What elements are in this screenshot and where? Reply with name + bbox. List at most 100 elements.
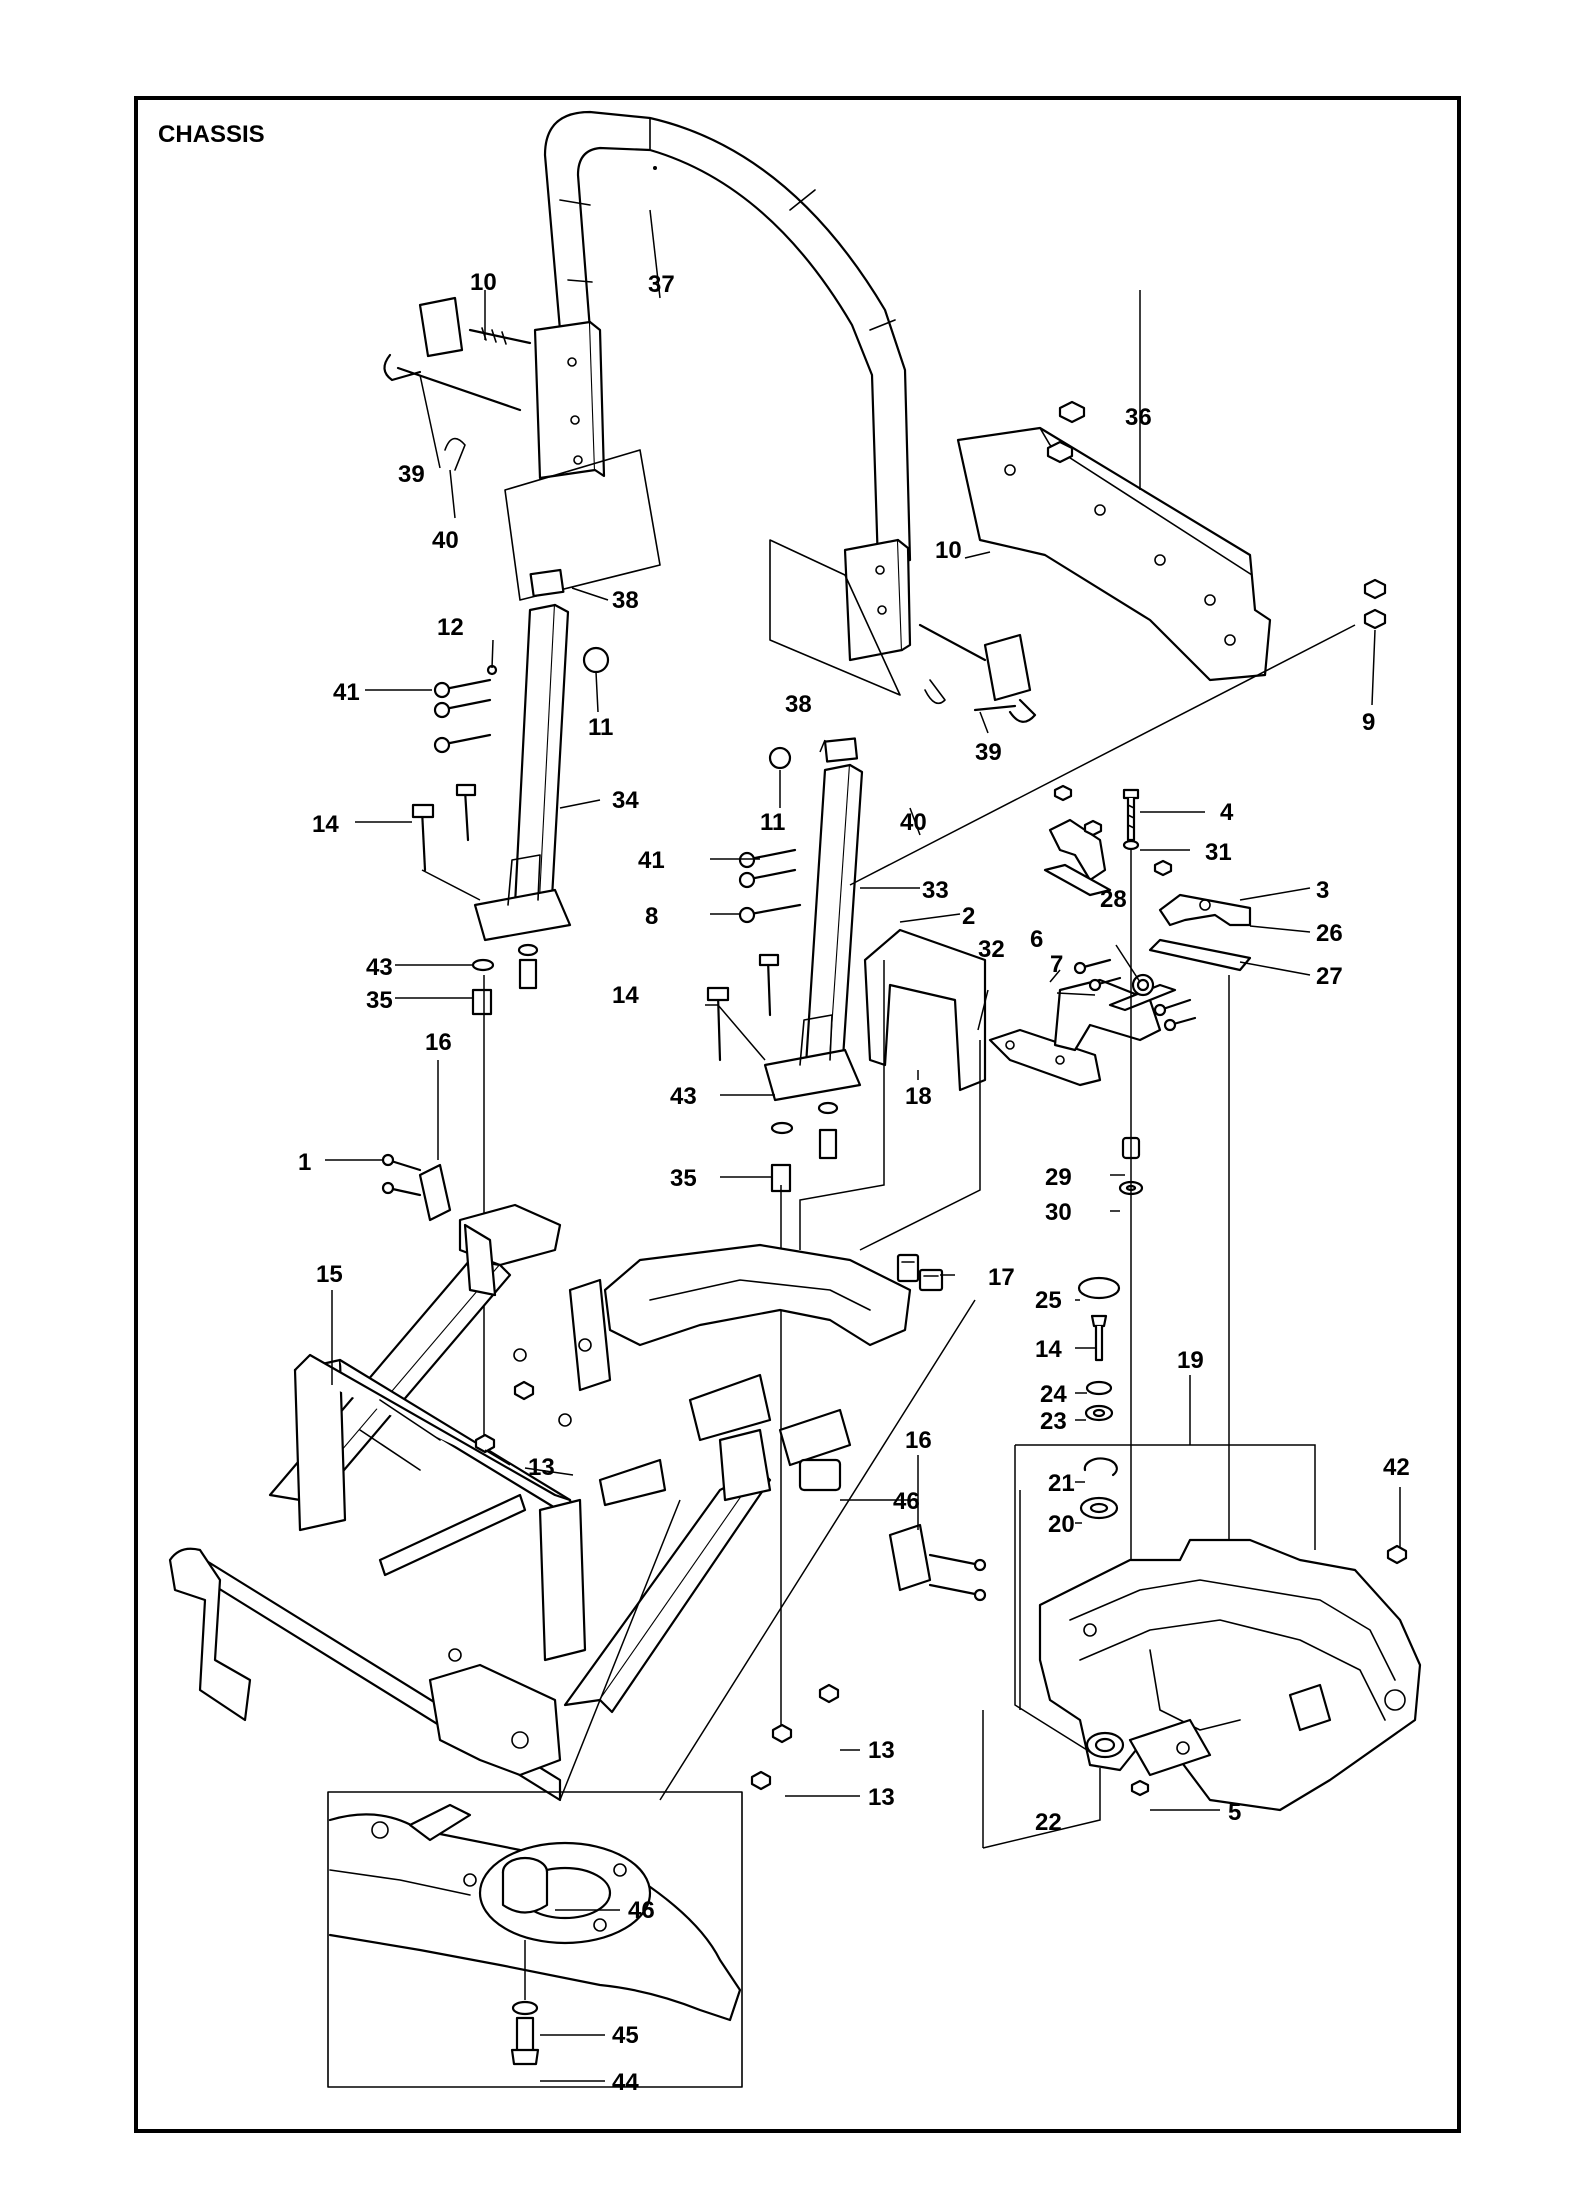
callout-20: 20 xyxy=(1048,1511,1075,1538)
callout-11-left: 11 xyxy=(588,714,613,741)
callout-35-right: 35 xyxy=(670,1165,697,1192)
callout-8: 8 xyxy=(645,903,658,930)
callout-41-right: 41 xyxy=(638,847,665,874)
rear-beam xyxy=(956,400,1387,682)
callout-1: 1 xyxy=(298,1149,311,1176)
callout-labels: 10 37 36 39 40 10 38 12 41 9 11 39 38 34… xyxy=(298,269,1410,2096)
bracket-16-right xyxy=(888,1523,987,1602)
callout-35-left: 35 xyxy=(366,987,393,1014)
bracket-28 xyxy=(1053,973,1177,1052)
callout-40-right: 40 xyxy=(900,809,927,836)
bolts-right xyxy=(706,848,802,1062)
callout-29: 29 xyxy=(1045,1164,1072,1191)
left-rollbar-bracket xyxy=(533,320,606,480)
bracket-line-19-left xyxy=(1014,1445,1096,1756)
leader-beam-upright xyxy=(849,624,1356,886)
bolts-6-7 xyxy=(1073,958,1197,1032)
callout-45: 45 xyxy=(612,2022,639,2049)
callout-16-right: 16 xyxy=(905,1427,932,1454)
callout-leaders xyxy=(325,209,1401,2082)
nuts-13 xyxy=(474,1380,840,1791)
callout-10-right: 10 xyxy=(935,537,962,564)
callout-2: 2 xyxy=(962,903,975,930)
spacer-plate xyxy=(1148,938,1252,972)
callout-31: 31 xyxy=(1205,839,1232,866)
callout-13-upper: 13 xyxy=(528,1454,555,1481)
right-rollbar-bracket xyxy=(843,538,912,662)
bracket-32 xyxy=(988,1028,1102,1087)
callout-46-inset: 46 xyxy=(628,1897,655,1924)
callout-39-left: 39 xyxy=(398,461,425,488)
callout-7: 7 xyxy=(1050,951,1063,978)
callout-46-main: 46 xyxy=(893,1488,920,1515)
callout-4: 4 xyxy=(1220,799,1234,826)
callout-9: 9 xyxy=(1362,709,1375,736)
callout-37: 37 xyxy=(648,271,675,298)
bracket-line-22 xyxy=(982,1768,1101,1849)
diagram-frame xyxy=(134,96,1461,2133)
spacers xyxy=(471,943,839,1193)
upper-bracket xyxy=(1043,784,1173,897)
explode-box-left xyxy=(504,449,661,601)
callout-10-left: 10 xyxy=(470,269,497,296)
axis-line-18 xyxy=(799,960,885,1250)
callout-25: 25 xyxy=(1035,1287,1062,1314)
callout-40-left: 40 xyxy=(432,527,459,554)
callout-6: 6 xyxy=(1030,926,1043,953)
callout-23: 23 xyxy=(1040,1408,1067,1435)
callout-34: 34 xyxy=(612,787,639,814)
washer-stack xyxy=(1077,1276,1121,1520)
callout-15: 15 xyxy=(316,1261,343,1288)
upright-left xyxy=(473,568,610,942)
callout-14-middle: 14 xyxy=(612,982,639,1009)
callout-13-lower-b: 13 xyxy=(868,1784,895,1811)
callout-41-left: 41 xyxy=(333,679,360,706)
callout-36: 36 xyxy=(1125,404,1152,431)
inset-frame xyxy=(327,1791,743,2088)
callout-14-right: 14 xyxy=(1035,1336,1062,1363)
callout-16-left: 16 xyxy=(425,1029,452,1056)
callout-22: 22 xyxy=(1035,1809,1062,1836)
callout-14-left: 14 xyxy=(312,811,339,838)
pivot-bracket xyxy=(1158,893,1252,927)
callout-26: 26 xyxy=(1316,920,1343,947)
callout-33: 33 xyxy=(922,877,949,904)
callout-38-right: 38 xyxy=(785,691,812,718)
callout-13-lower-a: 13 xyxy=(868,1737,895,1764)
right-pin-set xyxy=(918,623,1037,723)
bolts-left xyxy=(411,664,498,872)
callout-43-left: 43 xyxy=(366,954,393,981)
callout-21: 21 xyxy=(1048,1470,1075,1497)
main-chassis-frame xyxy=(168,1203,912,1802)
callout-12: 12 xyxy=(437,614,464,641)
callout-42: 42 xyxy=(1383,1454,1410,1481)
deck-frame xyxy=(1038,1538,1422,1812)
cover-plate xyxy=(863,928,987,1092)
callout-27: 27 xyxy=(1316,963,1343,990)
explode-box-right xyxy=(769,539,901,696)
callout-19: 19 xyxy=(1177,1347,1204,1374)
long-bolt-4 xyxy=(1122,788,1140,851)
callout-11-right: 11 xyxy=(760,809,785,836)
left-pin-set xyxy=(383,296,532,471)
bracket-16-left xyxy=(381,1153,452,1222)
callout-17: 17 xyxy=(988,1264,1015,1291)
callout-30: 30 xyxy=(1045,1199,1072,1226)
callout-44: 44 xyxy=(612,2069,639,2096)
callout-24: 24 xyxy=(1040,1381,1067,1408)
detail-inset xyxy=(327,1791,743,2088)
axis-line-32 xyxy=(859,1040,981,1251)
callout-18: 18 xyxy=(905,1083,932,1110)
callout-5: 5 xyxy=(1228,1799,1241,1826)
diagram-title: CHASSIS xyxy=(158,121,265,148)
bracket-line-19-top xyxy=(1015,1444,1316,1550)
inset-leaders xyxy=(559,1299,976,1801)
upright-right xyxy=(763,737,864,1102)
callout-3: 3 xyxy=(1316,877,1329,904)
clips-17 xyxy=(896,1253,944,1292)
callout-28: 28 xyxy=(1100,886,1127,913)
callout-38-left: 38 xyxy=(612,587,639,614)
callout-32: 32 xyxy=(978,936,1005,963)
